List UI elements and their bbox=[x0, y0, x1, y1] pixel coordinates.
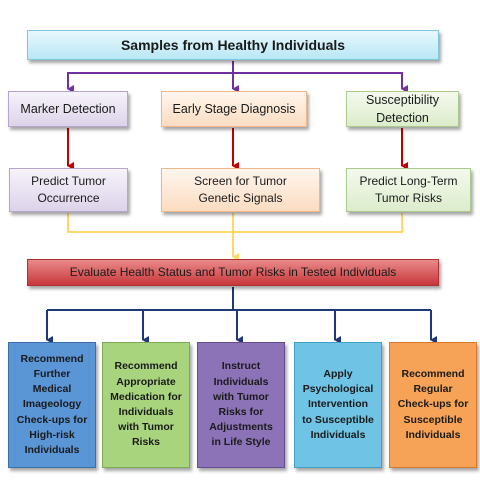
psychological-intervention-box: Apply Psychological Intervention to Susc… bbox=[294, 342, 382, 468]
early-stage-diagnosis-box: Early Stage Diagnosis bbox=[161, 91, 307, 127]
marker-detection-box: Marker Detection bbox=[8, 91, 128, 127]
recommendation-label: Recommend Regular Check-ups for Suscepti… bbox=[397, 367, 469, 441]
prediction-label: Predict Tumor Occurrence bbox=[31, 173, 106, 205]
recommendation-label: Apply Psychological Intervention to Susc… bbox=[302, 367, 374, 441]
susceptibility-detection-box: Susceptibility Detection bbox=[346, 91, 459, 127]
prediction-label: Screen for Tumor Genetic Signals bbox=[194, 173, 287, 205]
method-label: Marker Detection bbox=[20, 101, 116, 116]
recommendation-label: Instruct Individuals with Tumor Risks fo… bbox=[209, 360, 273, 449]
methods-to-predictions-connector bbox=[67, 128, 408, 170]
recommend-medication-box: Recommend Appropriate Medication for Ind… bbox=[102, 342, 190, 468]
method-label: Susceptibility Detection bbox=[366, 92, 439, 125]
title-box: Samples from Healthy Individuals bbox=[27, 30, 439, 60]
evaluation-box: Evaluate Health Status and Tumor Risks i… bbox=[27, 259, 439, 286]
evaluation-label: Evaluate Health Status and Tumor Risks i… bbox=[69, 264, 397, 279]
predict-tumor-occurrence-box: Predict Tumor Occurrence bbox=[9, 168, 128, 212]
recommendation-label: Recommend Appropriate Medication for Ind… bbox=[110, 360, 182, 449]
regular-checkups-box: Recommend Regular Check-ups for Suscepti… bbox=[389, 342, 477, 468]
predict-long-term-risks-box: Predict Long-Term Tumor Risks bbox=[346, 168, 471, 212]
title-to-methods-connector bbox=[67, 61, 408, 93]
evaluation-to-recommendations-connector bbox=[46, 287, 437, 344]
lifestyle-adjustment-box: Instruct Individuals with Tumor Risks fo… bbox=[197, 342, 285, 468]
recommendation-label: Recommend Further Medical Imageology Che… bbox=[16, 352, 88, 457]
recommend-imageology-checkups-box: Recommend Further Medical Imageology Che… bbox=[8, 342, 96, 468]
predictions-to-evaluation-connector bbox=[67, 213, 403, 261]
prediction-label: Predict Long-Term Tumor Risks bbox=[359, 173, 458, 205]
method-label: Early Stage Diagnosis bbox=[172, 101, 296, 116]
title-label: Samples from Healthy Individuals bbox=[120, 36, 346, 53]
screen-tumor-genetic-signals-box: Screen for Tumor Genetic Signals bbox=[161, 168, 320, 212]
